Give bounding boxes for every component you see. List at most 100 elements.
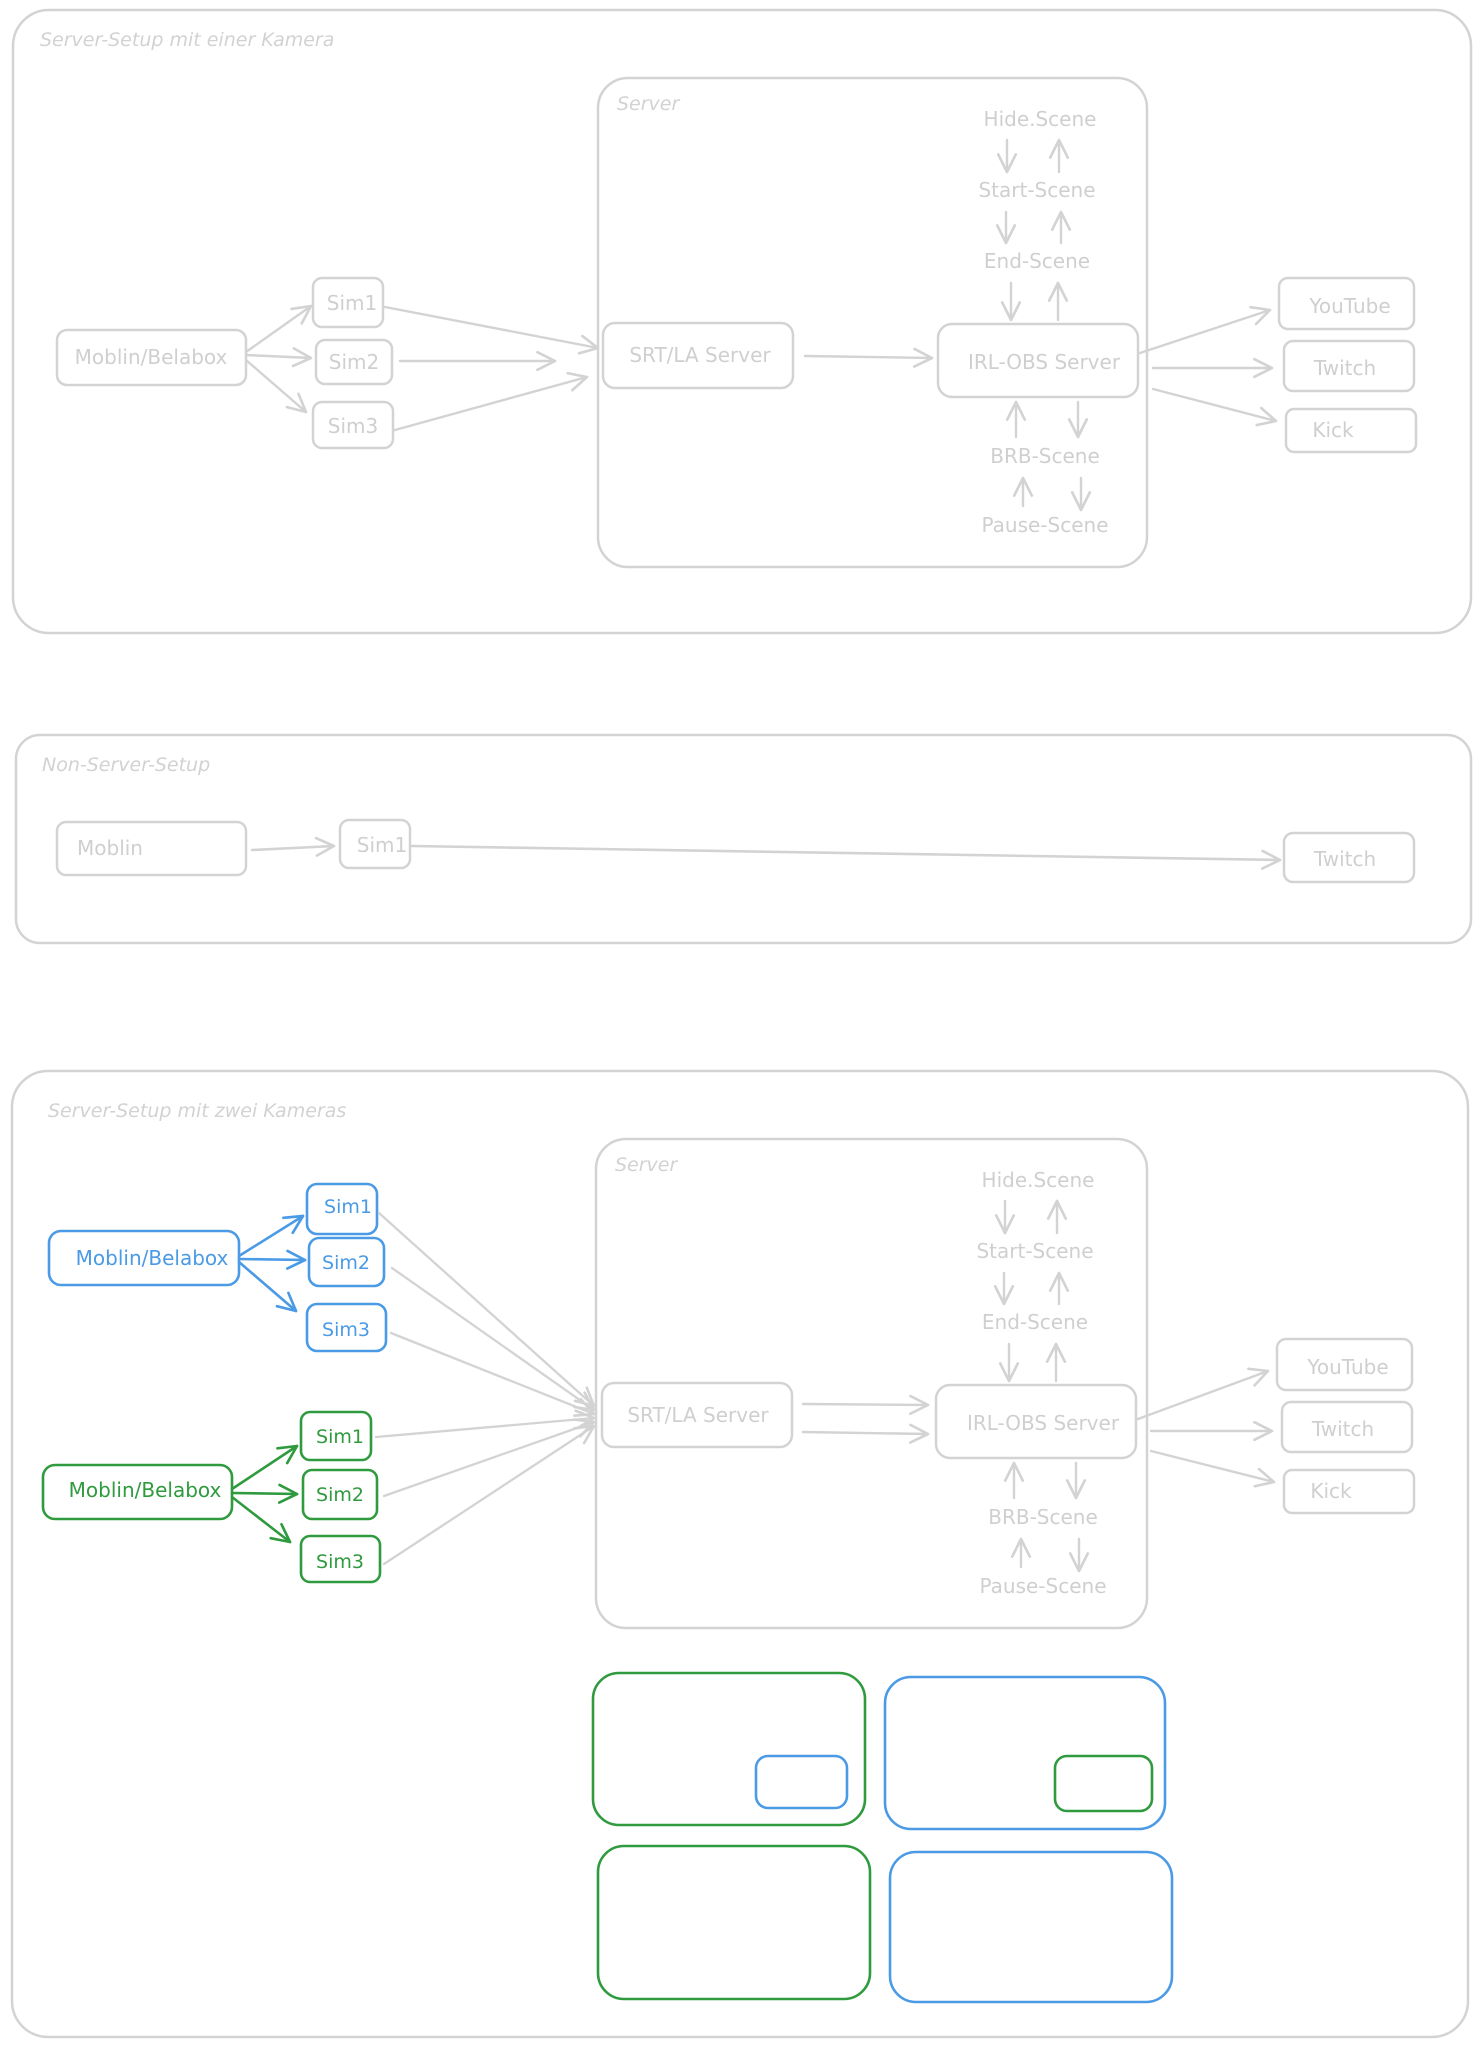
svg-text:YouTube: YouTube [1308, 294, 1390, 318]
svg-text:Kick: Kick [1310, 1479, 1352, 1503]
arrow-green-moblin-sim1 [230, 1444, 299, 1491]
node-kick-2[interactable]: Kick [1282, 1468, 1416, 1515]
arrow-obs-youtube [1138, 305, 1272, 355]
arrow-moblin-sim1 [250, 836, 336, 857]
arrow-green-sim1-srt [374, 1409, 596, 1439]
arrow-obs-kick [1151, 387, 1278, 427]
scene-end: End-Scene [984, 249, 1090, 273]
arrow-blue-sim3-srt [389, 1331, 596, 1417]
server-group-box-2 [594, 1137, 1149, 1630]
svg-text:Sim2: Sim2 [329, 350, 379, 374]
arrow-blue-moblin-sim1 [237, 1214, 305, 1258]
node-twitch[interactable]: Twitch [1282, 339, 1416, 393]
arrow-blue-moblin-sim2 [237, 1249, 307, 1270]
server-group-label-2: Server [615, 1154, 678, 1176]
node-sim2-blue[interactable]: Sim2 [307, 1236, 386, 1288]
svg-text:Moblin: Moblin [77, 836, 143, 860]
arrow-green-sim2-srt [382, 1418, 596, 1498]
scene-brb-2: BRB-Scene [988, 1505, 1098, 1529]
arrow-green-moblin-sim3 [230, 1495, 292, 1544]
scene-brb: BRB-Scene [990, 444, 1100, 468]
node-srt-la-server-2[interactable]: SRT/LA Server [600, 1381, 794, 1449]
arrow-moblin-sim2 [244, 347, 313, 368]
arrow-green-sim3-srt [382, 1424, 596, 1566]
section-server-two-cameras: Server-Setup mit zwei Kameras Server Mob… [10, 1069, 1470, 2039]
scene-end-2: End-Scene [982, 1310, 1088, 1334]
layout-preview-blue-full [888, 1850, 1174, 2004]
svg-text:Kick: Kick [1312, 418, 1354, 442]
svg-text:Moblin/Belabox: Moblin/Belabox [69, 1478, 222, 1502]
node-sim2-green[interactable]: Sim2 [301, 1468, 379, 1521]
arrow-blue-sim1-srt [377, 1211, 596, 1408]
arrows-sims-to-srt [374, 1211, 596, 1566]
scene-hide-2: Hide.Scene [982, 1168, 1095, 1192]
svg-text:YouTube: YouTube [1306, 1355, 1388, 1379]
node-youtube-2[interactable]: YouTube [1275, 1337, 1414, 1392]
svg-text:SRT/LA Server: SRT/LA Server [629, 343, 771, 367]
arrow-sim3-srt [393, 371, 589, 432]
arrow-moblin-sim3 [244, 358, 308, 414]
arrow-blue-moblin-sim3 [237, 1260, 298, 1313]
node-sim3[interactable]: Sim3 [311, 400, 395, 450]
section-3-title: Server-Setup mit zwei Kameras [48, 1100, 346, 1122]
arrows-section-3 [801, 1199, 1276, 1573]
arrow-sim1-twitch [410, 844, 1282, 870]
node-kick[interactable]: Kick [1284, 407, 1418, 454]
node-sim1-blue[interactable]: Sim1 [305, 1182, 379, 1236]
arrow-blue-sim2-srt [390, 1266, 596, 1412]
node-sim1[interactable]: Sim1 [311, 276, 385, 329]
node-srt-la-server[interactable]: SRT/LA Server [601, 321, 795, 390]
section-non-server: Non-Server-Setup Moblin Sim1 Twitch [14, 733, 1473, 945]
svg-text:Sim3: Sim3 [328, 414, 378, 438]
section-1-title: Server-Setup mit einer Kamera [40, 29, 334, 51]
node-sim3-green[interactable]: Sim3 [299, 1534, 382, 1584]
svg-text:Twitch: Twitch [1313, 847, 1376, 871]
svg-text:Sim1: Sim1 [316, 1426, 364, 1448]
node-twitch-non-server[interactable]: Twitch [1282, 831, 1416, 884]
node-youtube[interactable]: YouTube [1277, 276, 1416, 331]
node-sim3-blue[interactable]: Sim3 [305, 1302, 388, 1353]
node-sim1-green[interactable]: Sim1 [299, 1410, 373, 1462]
svg-text:Moblin/Belabox: Moblin/Belabox [75, 345, 228, 369]
svg-text:Sim3: Sim3 [316, 1551, 364, 1573]
node-moblin[interactable]: Moblin [55, 820, 248, 877]
scene-start: Start-Scene [978, 178, 1095, 202]
scene-start-2: Start-Scene [976, 1239, 1093, 1263]
arrow-obs-kick [1149, 1449, 1276, 1488]
svg-text:Sim2: Sim2 [316, 1484, 364, 1506]
node-moblin-belabox[interactable]: Moblin/Belabox [55, 328, 248, 387]
node-irl-obs-server-2[interactable]: IRL-OBS Server [934, 1383, 1138, 1460]
svg-text:Sim1: Sim1 [324, 1196, 372, 1218]
layout-preview-blue-with-green-pip [883, 1675, 1167, 1831]
frame-section-3 [10, 1069, 1470, 2039]
node-moblin-belabox-blue[interactable]: Moblin/Belabox [47, 1229, 241, 1287]
arrow-srt-obs-2 [801, 1423, 930, 1444]
frame-section-2 [14, 733, 1473, 945]
arrow-green-moblin-sim2 [230, 1483, 299, 1504]
arrow-srt-obs-1 [801, 1394, 930, 1415]
layout-preview-green-with-blue-pip [591, 1671, 867, 1827]
arrow-sim1-srt [383, 305, 600, 355]
layout-preview-green-full [596, 1844, 872, 2001]
node-irl-obs-server[interactable]: IRL-OBS Server [936, 322, 1140, 399]
svg-text:Sim3: Sim3 [322, 1319, 370, 1341]
arrows-section-1 [244, 138, 1278, 512]
frame-section-1 [11, 8, 1473, 635]
server-group-box [596, 76, 1149, 569]
svg-text:Sim2: Sim2 [322, 1252, 370, 1274]
node-twitch-2[interactable]: Twitch [1280, 1400, 1414, 1454]
server-group-label: Server [617, 93, 680, 115]
node-sim1-non-server[interactable]: Sim1 [338, 818, 412, 870]
arrows-blue-camera [237, 1214, 307, 1313]
svg-text:Twitch: Twitch [1311, 1417, 1374, 1441]
svg-text:Sim1: Sim1 [357, 833, 407, 857]
arrows-section-2 [250, 836, 1282, 870]
svg-text:SRT/LA Server: SRT/LA Server [627, 1403, 769, 1427]
node-sim2[interactable]: Sim2 [314, 338, 394, 386]
node-moblin-belabox-green[interactable]: Moblin/Belabox [41, 1463, 234, 1521]
svg-text:IRL-OBS Server: IRL-OBS Server [967, 1411, 1120, 1435]
svg-text:Twitch: Twitch [1313, 356, 1376, 380]
svg-text:Moblin/Belabox: Moblin/Belabox [76, 1246, 229, 1270]
scene-pause-2: Pause-Scene [979, 1574, 1106, 1598]
